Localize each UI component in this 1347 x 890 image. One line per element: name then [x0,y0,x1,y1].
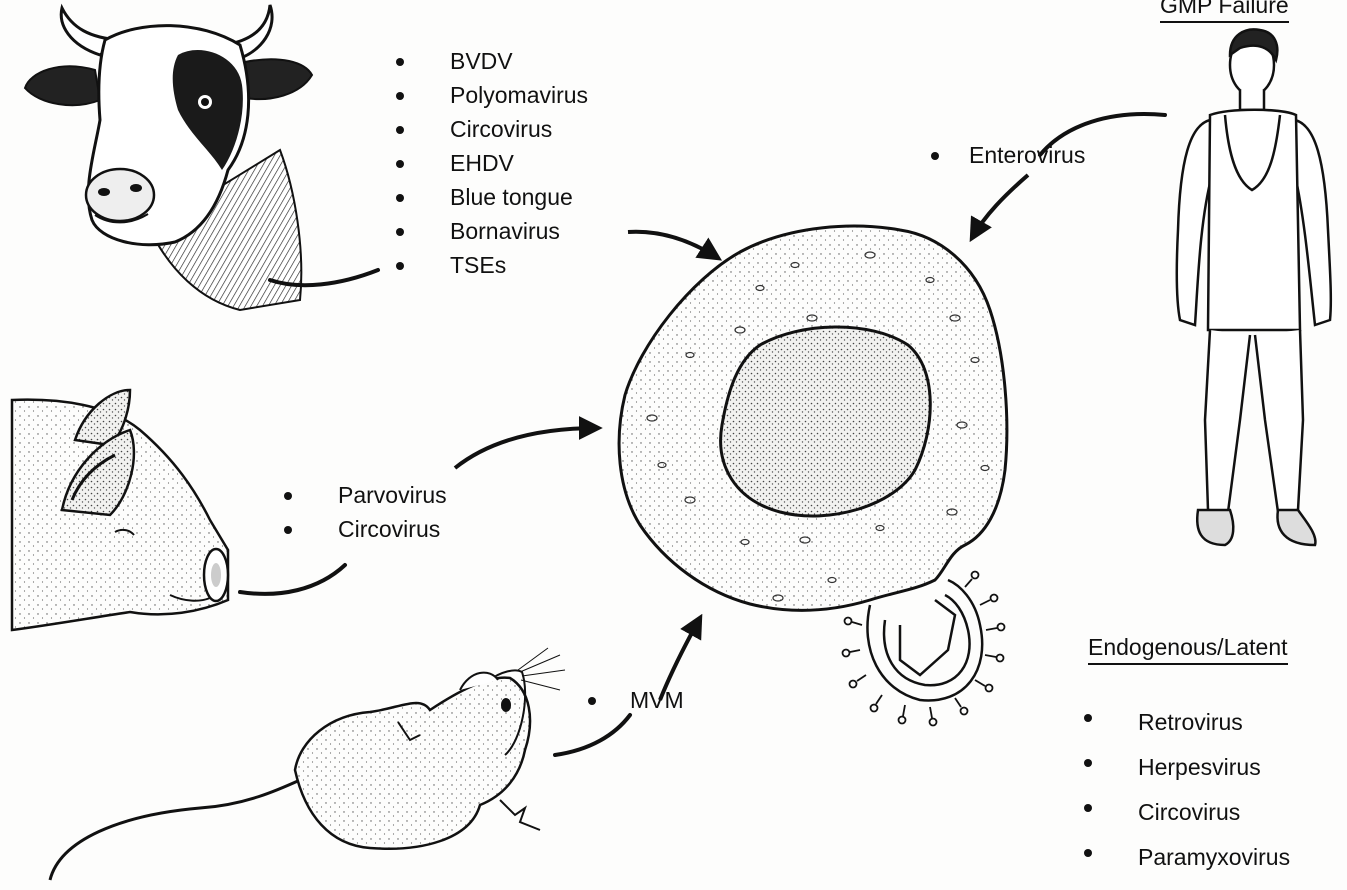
list-item: Circovirus [390,112,588,146]
pig-connector [240,565,345,594]
human-icon [1177,29,1331,545]
human-virus-list: Enterovirus [925,138,1085,172]
list-item: TSEs [390,248,588,282]
cell-nucleus [721,327,931,516]
list-item: Retrovirus [1078,700,1290,745]
cow-virus-list: BVDV Polyomavirus Circovirus EHDV Blue t… [390,44,588,282]
list-item: EHDV [390,146,588,180]
mouse-connector [555,715,630,755]
gmp-failure-heading: GMP Failure [1160,0,1289,23]
list-item: Polyomavirus [390,78,588,112]
pig-icon [12,390,228,630]
cow-arrow [628,232,718,258]
list-item: Circovirus [278,512,447,546]
list-item: Herpesvirus [1078,745,1290,790]
list-item: MVM [582,683,684,717]
cell-icon [619,226,1007,610]
pig-arrow [455,428,598,468]
mouse-virus-list: MVM [582,683,684,717]
list-item: Blue tongue [390,180,588,214]
list-item: Paramyxovirus [1078,835,1290,880]
human-arrow [972,175,1028,238]
cow-icon [25,5,312,310]
list-item: Enterovirus [925,138,1085,172]
endogenous-latent-heading: Endogenous/Latent [1088,634,1288,665]
mouse-icon [50,648,565,880]
endogenous-virus-list: Retrovirus Herpesvirus Circovirus Paramy… [1078,700,1290,880]
list-item: Circovirus [1078,790,1290,835]
pig-virus-list: Parvovirus Circovirus [278,478,447,546]
list-item: Bornavirus [390,214,588,248]
list-item: BVDV [390,44,588,78]
list-item: Parvovirus [278,478,447,512]
